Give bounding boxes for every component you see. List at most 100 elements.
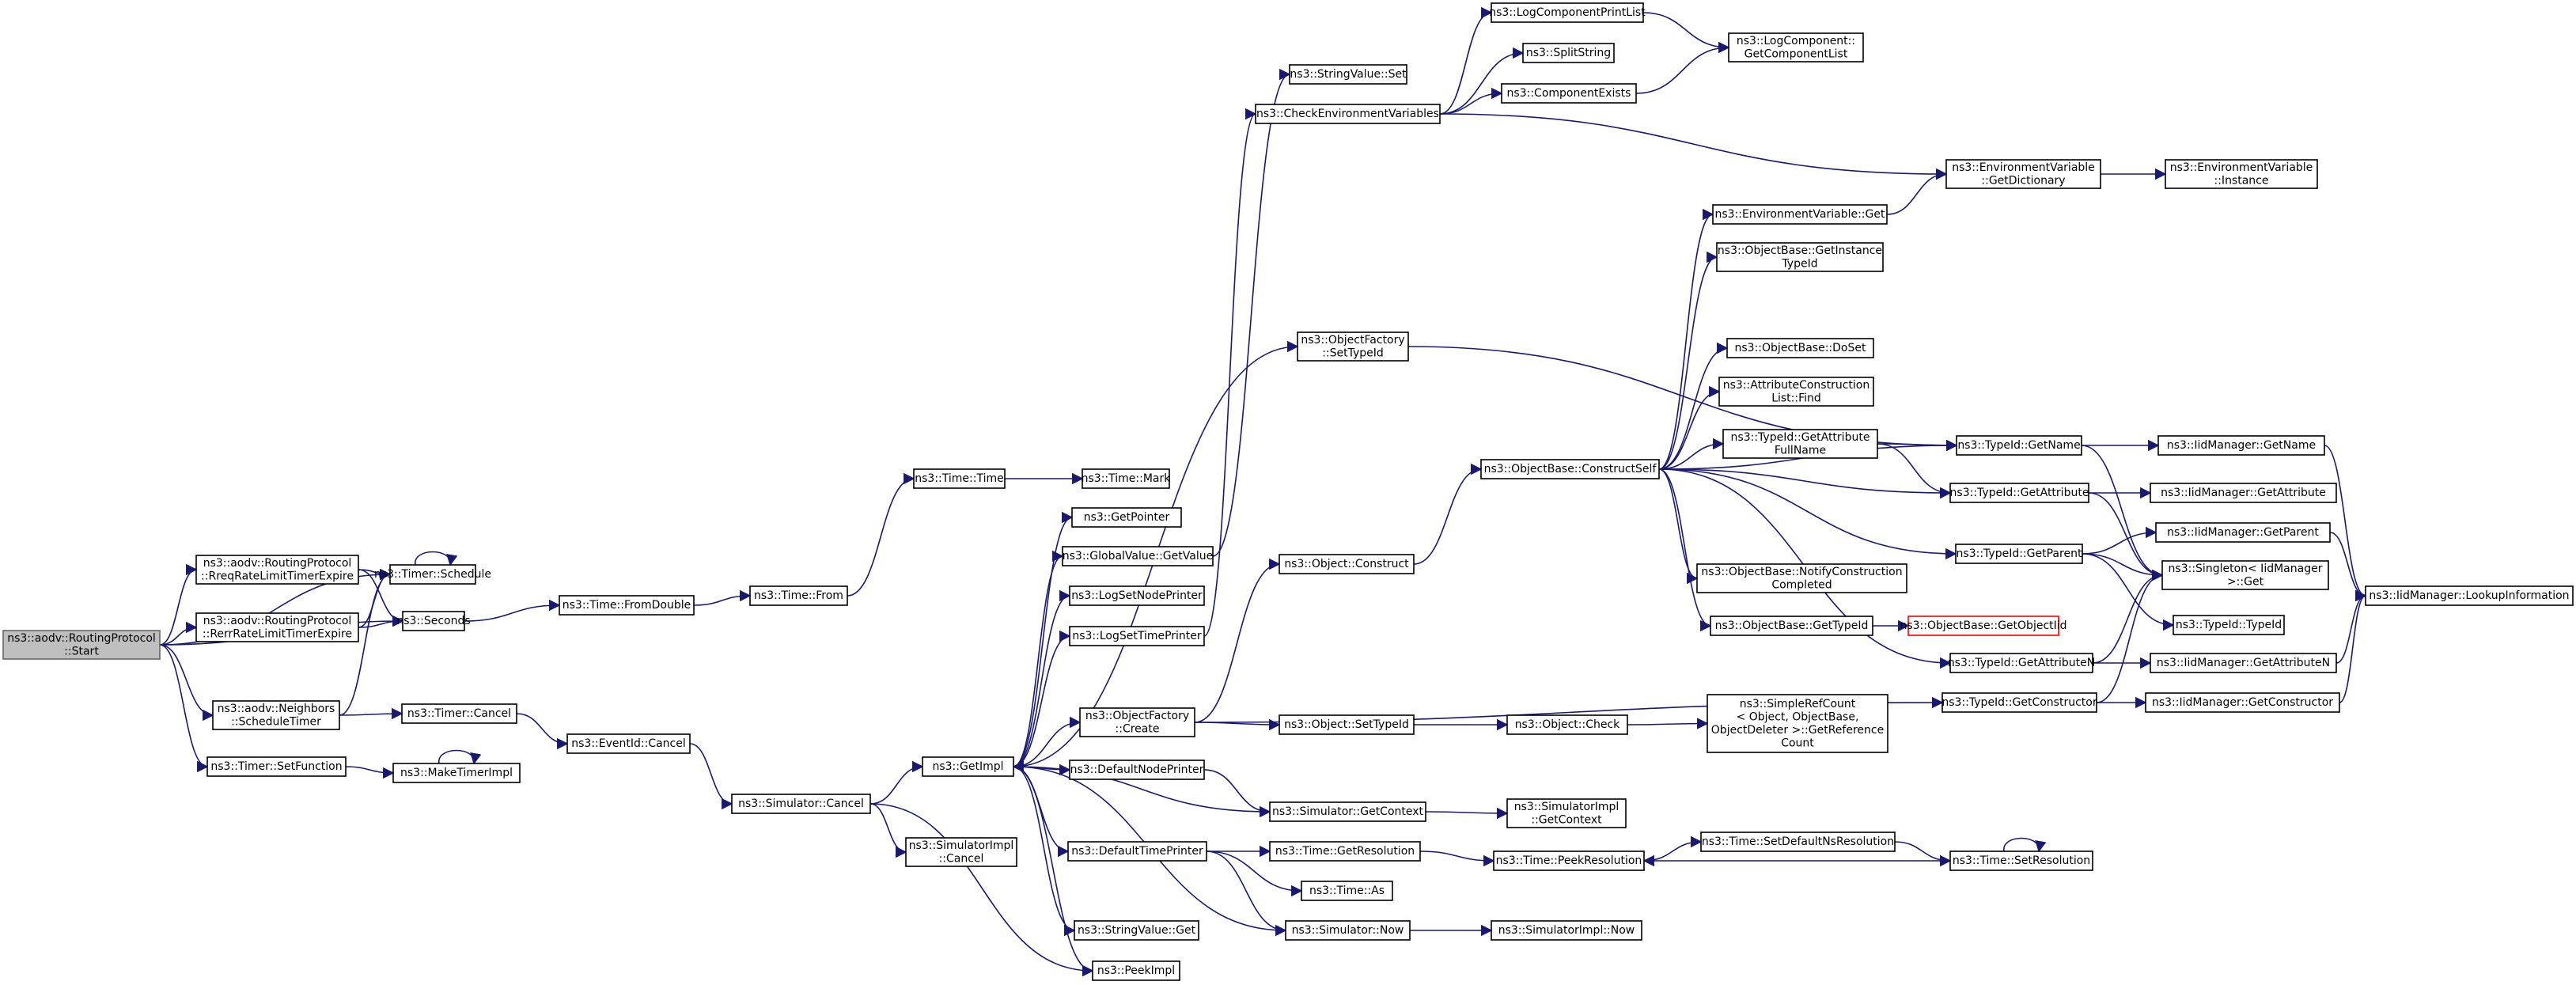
node-getptr[interactable]: ns3::GetPointer xyxy=(1071,507,1182,528)
node-simimplctx[interactable]: ns3::SimulatorImpl::GetContext xyxy=(1506,798,1627,828)
node-simimplcancel[interactable]: ns3::SimulatorImpl::Cancel xyxy=(905,837,1017,867)
node-label: ns3::aodv::RoutingProtocol xyxy=(203,557,352,570)
node-rerr[interactable]: ns3::aodv::RoutingProtocol::RerrRateLimi… xyxy=(195,612,359,642)
node-objconstruct[interactable]: ns3::Object::Construct xyxy=(1279,554,1415,574)
node-ofsettid[interactable]: ns3::ObjectFactory::SetTypeId xyxy=(1297,331,1409,362)
node-envget[interactable]: ns3::EnvironmentVariable::Get xyxy=(1712,204,1888,225)
node-seconds[interactable]: ns3::Seconds xyxy=(396,611,471,631)
node-peekres[interactable]: ns3::Time::PeekResolution xyxy=(1493,851,1645,871)
node-box xyxy=(1301,881,1393,901)
edge-nbr-to-tsched xyxy=(339,568,392,716)
node-label: FullName xyxy=(1775,444,1826,457)
node-tidgetctor[interactable]: ns3::TypeId::GetConstructor xyxy=(1941,692,2097,713)
node-dnp[interactable]: ns3::DefaultNodePrinter xyxy=(1069,760,1205,780)
node-getimpl[interactable]: ns3::GetImpl xyxy=(922,756,1014,777)
node-timemark[interactable]: ns3::Time::Mark xyxy=(1082,468,1172,489)
node-timefrom[interactable]: ns3::Time::From xyxy=(749,585,848,606)
node-label: ns3::ObjectBase::GetInstance xyxy=(1718,244,1882,257)
node-label: ns3::Simulator::Cancel xyxy=(738,797,864,810)
node-simnow[interactable]: ns3::Simulator::Now xyxy=(1285,920,1411,941)
node-box xyxy=(1079,707,1195,737)
node-src[interactable]: ns3::SimpleRefCount< Object, ObjectBase,… xyxy=(1707,694,1888,753)
node-tidtid[interactable]: ns3::TypeId::TypeId xyxy=(2173,615,2285,635)
node-setfunc[interactable]: ns3::Timer::SetFunction xyxy=(206,756,347,777)
edge-obconstructself-to-envget xyxy=(1658,208,1714,470)
node-label: ObjectDeleter >::GetReference xyxy=(1711,724,1884,737)
node-label: ns3::SimulatorImpl::Now xyxy=(1498,924,1635,937)
node-iidgetattrn[interactable]: ns3::IidManager::GetAttributeN xyxy=(2150,653,2337,673)
node-iidlookup[interactable]: ns3::IidManager::LookupInformation xyxy=(2365,585,2574,606)
node-label: ns3::Time::SetResolution xyxy=(1953,854,2090,867)
node-mkimpl[interactable]: ns3::MakeTimerImpl xyxy=(392,763,521,783)
node-fromdouble[interactable]: ns3::Time::FromDouble xyxy=(559,595,695,616)
node-obgtid[interactable]: ns3::ObjectBase::GetTypeId xyxy=(1710,616,1873,636)
node-label: ns3::ComponentExists xyxy=(1507,87,1631,100)
node-svset[interactable]: ns3::StringValue::Set xyxy=(1289,64,1407,85)
node-tidgetattr[interactable]: ns3::TypeId::GetAttribute xyxy=(1949,483,2089,503)
node-objsettid[interactable]: ns3::Object::SetTypeId xyxy=(1279,714,1415,735)
node-tidgetattrn[interactable]: ns3::TypeId::GetAttributeN xyxy=(1948,653,2095,673)
node-timegetres[interactable]: ns3::Time::GetResolution xyxy=(1269,841,1421,862)
node-tidgetparent[interactable]: ns3::TypeId::GetParent xyxy=(1955,544,2083,564)
node-label: List::Find xyxy=(1771,392,1821,404)
node-objcheck[interactable]: ns3::Object::Check xyxy=(1506,714,1628,735)
node-tidgetname[interactable]: ns3::TypeId::GetName xyxy=(1956,435,2082,456)
node-gvget[interactable]: ns3::GlobalValue::GetValue xyxy=(1062,546,1214,566)
node-obgetoid[interactable]: ns3::ObjectBase::GetObjectIid xyxy=(1900,616,2067,636)
node-lcpl[interactable]: ns3::LogComponentPrintList xyxy=(1489,2,1646,23)
node-box xyxy=(566,733,691,754)
node-envdict[interactable]: ns3::EnvironmentVariable::GetDictionary xyxy=(1945,159,2101,189)
node-setres[interactable]: ns3::Time::SetResolution xyxy=(1949,851,2093,871)
node-box xyxy=(212,700,340,730)
node-obdoset[interactable]: ns3::ObjectBase::DoSet xyxy=(1726,338,1874,358)
node-label: ns3::IidManager::GetAttribute xyxy=(2161,487,2326,499)
node-peekimpl[interactable]: ns3::PeekImpl xyxy=(1092,960,1180,981)
node-timetime[interactable]: ns3::Time::Time xyxy=(913,468,1006,489)
node-label: ::SetTypeId xyxy=(1322,347,1384,359)
node-rreq[interactable]: ns3::aodv::RoutingProtocol::RreqRateLimi… xyxy=(195,555,359,585)
node-simimplnow[interactable]: ns3::SimulatorImpl::Now xyxy=(1491,920,1642,941)
node-iidgetparent[interactable]: ns3::IidManager::GetParent xyxy=(2155,522,2331,543)
node-box xyxy=(2161,560,2329,590)
node-label: ns3::SimulatorImpl xyxy=(1514,801,1619,813)
node-svget[interactable]: ns3::StringValue::Get xyxy=(1074,920,1199,941)
edge-getimpl-to-peekimpl xyxy=(1013,766,1094,977)
node-iidgetattr[interactable]: ns3::IidManager::GetAttribute xyxy=(2150,483,2337,503)
node-box xyxy=(1071,507,1182,528)
node-box xyxy=(1728,32,1864,63)
edge-tidgetparent-to-tidtid xyxy=(2082,553,2175,631)
node-label: < Object, ObjectBase, xyxy=(1737,710,1859,723)
node-box xyxy=(1506,798,1627,828)
edge-peekres-to-setdefres xyxy=(1643,835,1703,862)
node-timeas[interactable]: ns3::Time::As xyxy=(1301,881,1393,901)
node-obconstructself[interactable]: ns3::ObjectBase::ConstructSelf xyxy=(1480,459,1660,479)
node-box xyxy=(1696,563,1907,593)
edge-cev-to-lcpl xyxy=(1439,6,1493,115)
node-lsnp[interactable]: ns3::LogSetNodePrinter xyxy=(1069,585,1205,606)
node-tsched[interactable]: ns3::Timer::Schedule xyxy=(374,564,491,585)
node-ofcreate[interactable]: ns3::ObjectFactory::Create xyxy=(1079,707,1195,737)
node-envinst[interactable]: ns3::EnvironmentVariable::Instance xyxy=(2165,159,2318,189)
node-lcgcl[interactable]: ns3::LogComponent::GetComponentList xyxy=(1728,32,1864,63)
node-compexists[interactable]: ns3::ComponentExists xyxy=(1501,83,1637,104)
node-split[interactable]: ns3::SplitString xyxy=(1522,43,1615,63)
node-simcancel[interactable]: ns3::Simulator::Cancel xyxy=(731,794,871,814)
node-dtp[interactable]: ns3::DefaultTimePrinter xyxy=(1067,841,1207,862)
node-start[interactable]: ns3::aodv::RoutingProtocol::Start xyxy=(2,630,161,660)
node-singleton[interactable]: ns3::Singleton< IidManager >::Get xyxy=(2161,560,2329,590)
node-label: ns3::IidManager::GetConstructor xyxy=(2152,696,2333,709)
node-cev[interactable]: ns3::CheckEnvironmentVariables xyxy=(1255,104,1441,124)
node-nbr[interactable]: ns3::aodv::Neighbors::ScheduleTimer xyxy=(212,700,340,730)
node-obncc[interactable]: ns3::ObjectBase::NotifyConstructionCompl… xyxy=(1696,563,1907,593)
node-tcancel[interactable]: ns3::Timer::Cancel xyxy=(401,703,517,724)
node-evcancel[interactable]: ns3::EventId::Cancel xyxy=(566,733,691,754)
node-iidgetname[interactable]: ns3::IidManager::GetName xyxy=(2157,435,2325,456)
node-lstp[interactable]: ns3::LogSetTimePrinter xyxy=(1069,626,1205,646)
node-simctx[interactable]: ns3::Simulator::GetContext xyxy=(1269,801,1426,822)
node-label: GetComponentList xyxy=(1744,47,1848,60)
node-setdefres[interactable]: ns3::Time::SetDefaultNsResolution xyxy=(1700,832,1896,852)
node-iidgetctor[interactable]: ns3::IidManager::GetConstructor xyxy=(2145,692,2340,713)
